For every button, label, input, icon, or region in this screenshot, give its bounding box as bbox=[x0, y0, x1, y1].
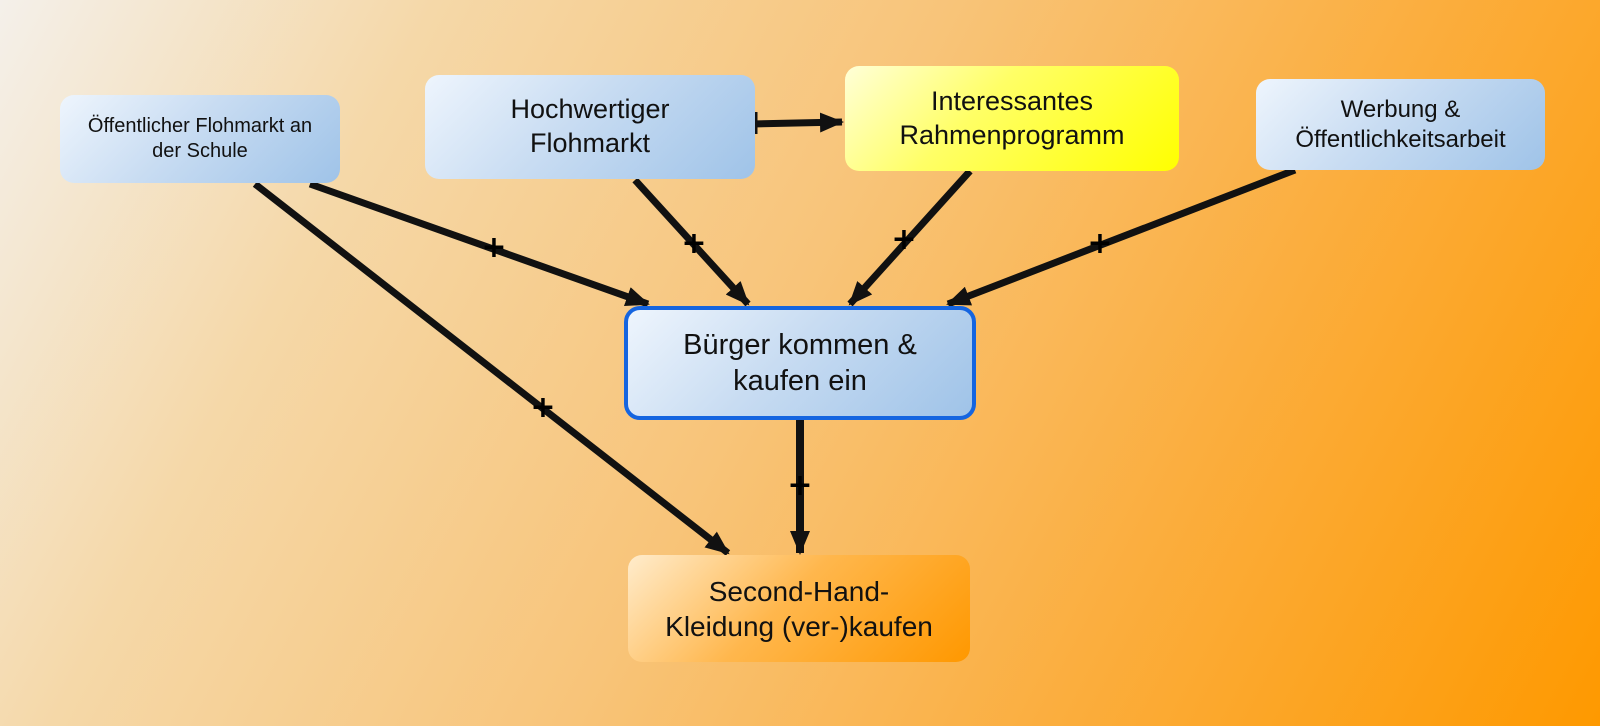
node-buerger[interactable]: Bürger kommen & kaufen ein bbox=[624, 306, 976, 420]
node-flohmarkt-schule[interactable]: Öffentlicher Flohmarkt an der Schule bbox=[60, 95, 340, 183]
edge-5-sign: + bbox=[530, 390, 556, 425]
edge-flohmarkt-schule-to-secondhand bbox=[252, 181, 731, 556]
node-werbung[interactable]: Werbung & Öffentlichkeitsarbeit bbox=[1256, 79, 1545, 170]
edge-3-sign: + bbox=[891, 222, 917, 257]
node-hochwertiger-flohmarkt-label: Hochwertiger Flohmarkt bbox=[510, 94, 670, 158]
edge-2-sign: + bbox=[681, 226, 707, 261]
edge-1-sign: + bbox=[481, 230, 507, 265]
node-flohmarkt-schule-label: Öffentlicher Flohmarkt an der Schule bbox=[87, 115, 313, 162]
node-werbung-label: Werbung & Öffentlichkeitsarbeit bbox=[1295, 95, 1506, 153]
edge-4-sign: + bbox=[1087, 226, 1113, 261]
edge-werbung-to-buerger bbox=[946, 166, 1297, 308]
edge-rahmenprogramm-to-buerger bbox=[847, 168, 973, 307]
edge-6-sign: + bbox=[787, 468, 813, 503]
node-rahmenprogramm-label: Interessantes Rahmenprogramm bbox=[899, 85, 1125, 150]
edge-hochwertiger-to-buerger bbox=[632, 177, 751, 307]
node-secondhand-label: Second-Hand- Kleidung (ver-)kaufen bbox=[665, 575, 933, 642]
node-hochwertiger-flohmarkt[interactable]: Hochwertiger Flohmarkt bbox=[425, 75, 755, 179]
edge-hochwertiger-to-rahmenprogramm bbox=[751, 112, 844, 133]
node-rahmenprogramm[interactable]: Interessantes Rahmenprogramm bbox=[845, 66, 1179, 171]
node-secondhand[interactable]: Second-Hand- Kleidung (ver-)kaufen bbox=[628, 555, 970, 662]
node-buerger-label: Bürger kommen & kaufen ein bbox=[683, 328, 917, 397]
edge-flohmarkt-schule-to-buerger bbox=[308, 180, 650, 308]
